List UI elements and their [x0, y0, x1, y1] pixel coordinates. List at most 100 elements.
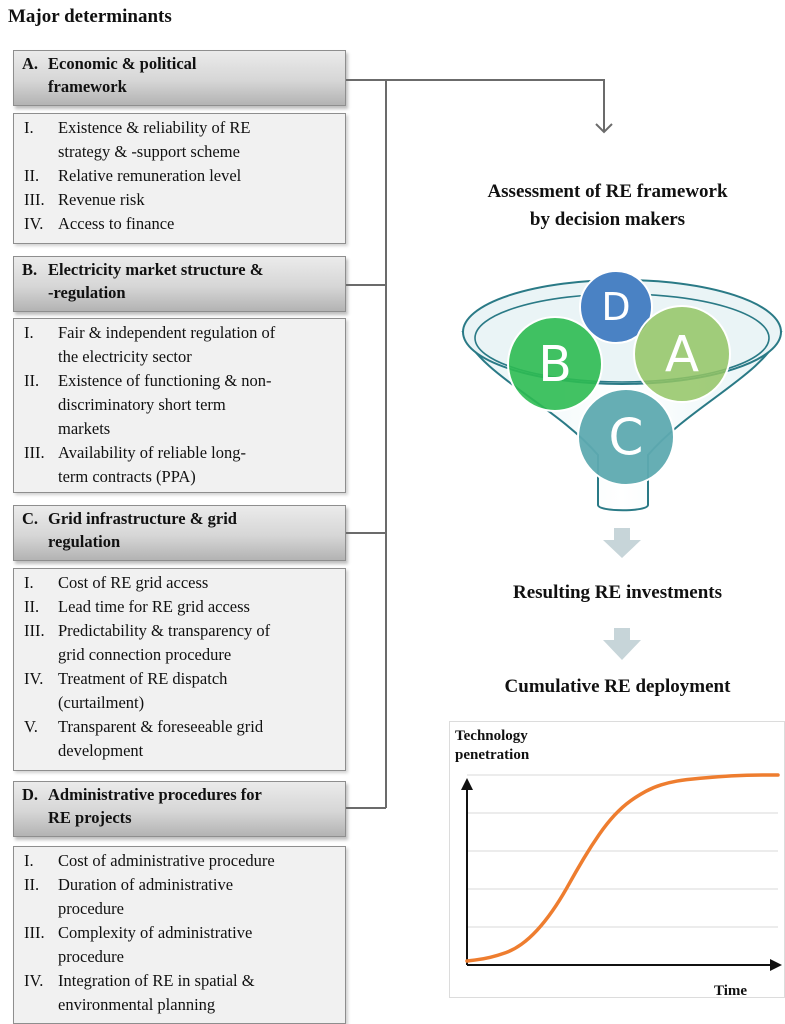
deployment-title: Cumulative RE deployment: [504, 676, 731, 697]
list-item: III. Predictability & transparency of grid…: [24, 619, 341, 667]
section-d-list: I.Cost of administrative procedure II. Du…: [13, 846, 346, 1024]
item-text: procedure: [58, 899, 124, 918]
item-number: IV.: [24, 669, 44, 688]
section-c-heading-line2: regulation: [48, 532, 121, 551]
section-b-letter: B.: [22, 260, 38, 279]
section-c-list: I.Cost of RE grid access II. Lead time fo…: [13, 568, 346, 771]
series-line: [465, 773, 780, 963]
item-text: Complexity of administrative: [58, 923, 253, 942]
chart-grid: [467, 774, 778, 928]
section-b-heading-line1: Electricity market structure &: [48, 260, 264, 279]
list-item: II. Relative remuneration level: [24, 164, 341, 188]
item-text: Lead time for RE grid access: [58, 597, 250, 616]
list-item: III. Complexity of administrative procedur…: [24, 921, 341, 969]
item-number: III.: [24, 190, 45, 209]
section-c-heading: C. Grid infrastructure & grid regulation: [13, 505, 346, 561]
item-text: Existence & reliability of RE: [58, 118, 251, 137]
down-arrow-icon: [595, 123, 613, 134]
item-text: Access to finance: [58, 214, 175, 233]
list-item: I.Cost of RE grid access: [24, 571, 341, 595]
item-text: term contracts (PPA): [58, 467, 196, 486]
item-number: I.: [24, 323, 34, 342]
item-text: Transparent & foreseeable grid: [58, 717, 264, 736]
item-text: (curtailment): [58, 693, 145, 712]
section-c-letter: C.: [22, 509, 39, 528]
item-text: Cost of RE grid access: [58, 573, 209, 592]
item-text: strategy & -support scheme: [58, 142, 240, 161]
item-number: II.: [24, 875, 40, 894]
item-text: Predictability & transparency of: [58, 621, 271, 640]
item-text: markets: [58, 419, 111, 438]
section-a-heading-line1: Economic & political: [48, 54, 197, 73]
list-item: II. Lead time for RE grid access: [24, 595, 341, 619]
list-item: IV. Treatment of RE dispatch (curtailment): [24, 667, 341, 715]
page-title: Major determinants: [8, 6, 172, 27]
funnel-circle-b: B: [507, 316, 603, 412]
down-arrow-icon: [603, 628, 641, 660]
funnel-circle-d: D: [579, 270, 653, 344]
assessment-title: Assessment of RE framework by decision m…: [420, 178, 785, 234]
item-number: I.: [24, 118, 34, 137]
item-number: IV.: [24, 971, 44, 990]
item-number: V.: [24, 717, 38, 736]
section-b-heading-line2: -regulation: [48, 283, 126, 302]
funnel-circle-c: C: [577, 388, 675, 486]
section-d-heading: D. Administrative procedures for RE proje…: [13, 781, 346, 837]
item-number: II.: [24, 597, 40, 616]
chart-ylabel: Technology penetration: [455, 727, 529, 765]
item-number: III.: [24, 923, 45, 942]
item-text: Existence of functioning & non-: [58, 371, 272, 390]
section-d-heading-line2: RE projects: [48, 808, 132, 827]
item-text: Fair & independent regulation of: [58, 323, 276, 342]
item-number: III.: [24, 621, 45, 640]
item-number: II.: [24, 166, 40, 185]
item-text: grid connection procedure: [58, 645, 232, 664]
list-item: I.Cost of administrative procedure: [24, 849, 341, 873]
item-text: Relative remuneration level: [58, 166, 242, 185]
item-text: environmental planning: [58, 995, 216, 1014]
section-d-letter: D.: [22, 785, 39, 804]
list-item: III. Revenue risk: [24, 188, 341, 212]
item-number: III.: [24, 443, 45, 462]
chart-xlabel: Time: [714, 983, 748, 999]
chart-ylabel-line1: Technology: [455, 728, 528, 744]
chart-ylabel-line2: penetration: [455, 747, 530, 763]
item-text: procedure: [58, 947, 124, 966]
item-text: Cost of administrative procedure: [58, 851, 275, 870]
item-number: II.: [24, 371, 40, 390]
item-text: Treatment of RE dispatch: [58, 669, 228, 688]
list-item: IV. Access to finance: [24, 212, 341, 236]
section-a-letter: A.: [22, 54, 39, 73]
list-item: IV. Integration of RE in spatial & environ…: [24, 969, 341, 1017]
down-arrow-icon: [603, 528, 641, 558]
list-item: I. Existence & reliability of RE strategy …: [24, 116, 341, 164]
section-d-heading-line1: Administrative procedures for: [48, 785, 262, 804]
item-number: IV.: [24, 214, 44, 233]
item-text: Duration of administrative: [58, 875, 234, 894]
section-c-heading-line1: Grid infrastructure & grid: [48, 509, 237, 528]
item-text: Integration of RE in spatial &: [58, 971, 255, 990]
list-item: II. Duration of administrative procedure: [24, 873, 341, 921]
assessment-title-line1: Assessment of RE framework: [487, 181, 728, 202]
investments-title: Resulting RE investments: [512, 582, 722, 603]
item-text: Availability of reliable long-: [58, 443, 247, 462]
assessment-title-line2: by decision makers: [529, 209, 686, 230]
x-axis-arrow-icon: [770, 959, 782, 971]
section-b-heading: B. Electricity market structure & -regula…: [13, 256, 346, 312]
circle-label: B: [538, 336, 572, 393]
circle-label: A: [665, 325, 699, 383]
funnel-circle-a: A: [633, 305, 731, 403]
list-item: III. Availability of reliable long-term c…: [24, 441, 341, 489]
y-axis-arrow-icon: [461, 778, 473, 790]
item-text: Revenue risk: [58, 190, 145, 209]
section-a-heading: A.Economic & political framework: [13, 50, 346, 106]
circle-label: D: [601, 285, 630, 329]
list-item: II.Existence of functioning & non-discri…: [24, 369, 341, 441]
section-a-list: I. Existence & reliability of RE strategy …: [13, 113, 346, 244]
